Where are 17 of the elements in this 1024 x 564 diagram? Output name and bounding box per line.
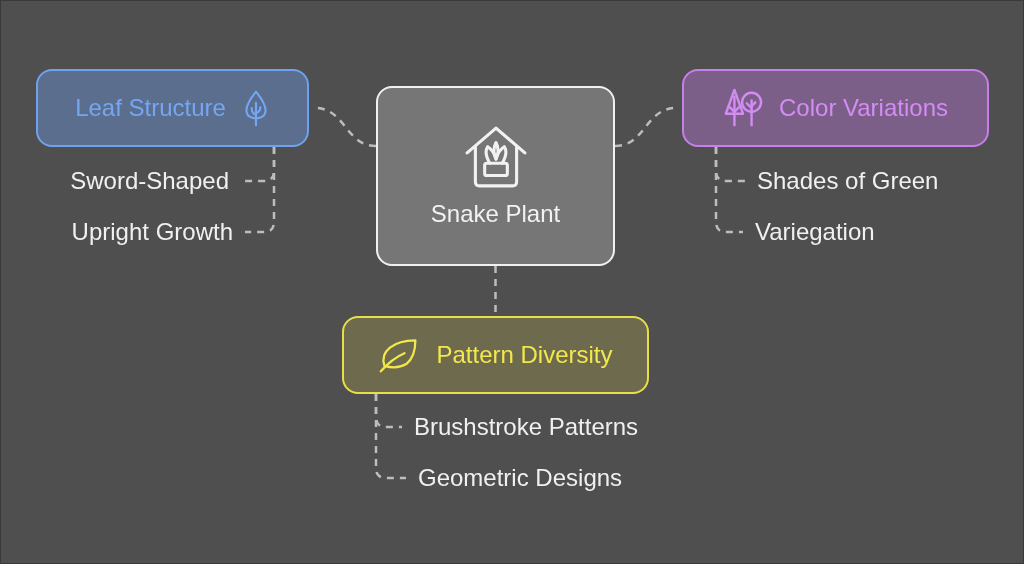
connector-line <box>245 147 276 234</box>
topic-label: Pattern Diversity <box>436 341 613 369</box>
topic-label: Snake Plant <box>430 200 561 228</box>
subtopic-text: Variegation <box>755 217 875 247</box>
topic-label: Leaf Structure <box>75 94 226 122</box>
topic-box <box>342 316 649 394</box>
subtopic-text: Geometric Designs <box>418 463 623 493</box>
central-topic-box <box>376 86 615 266</box>
connector-line <box>714 147 743 234</box>
topic-label: Color Variations <box>779 94 948 122</box>
subtopic-text: Upright Growth <box>71 217 233 247</box>
subtopic-text: Shades of Green <box>757 166 939 196</box>
subtopic-text: Sword-Shaped <box>70 166 229 196</box>
topic-box <box>36 69 309 147</box>
topic-box <box>682 69 989 147</box>
subtopic-text: Brushstroke Patterns <box>414 412 639 442</box>
connector-line <box>374 394 406 480</box>
